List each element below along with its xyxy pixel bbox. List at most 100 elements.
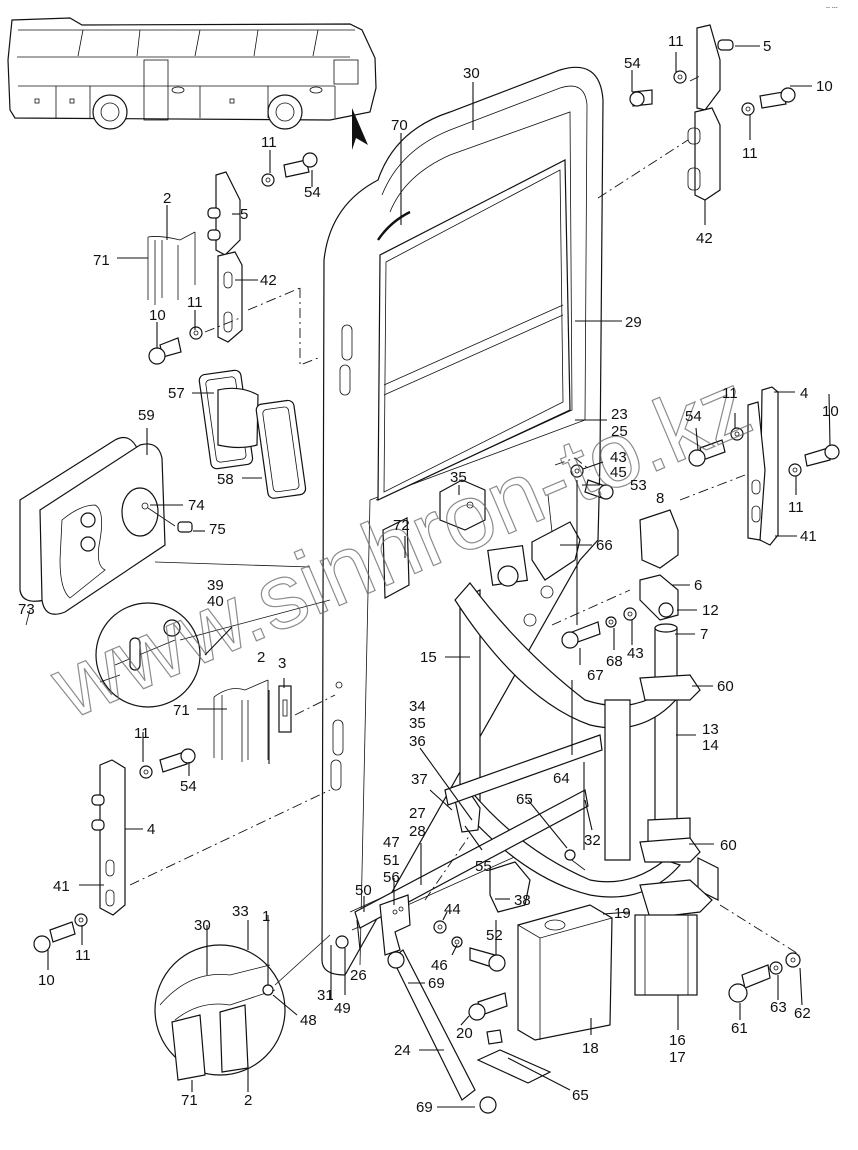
callout-33: 33 <box>232 903 249 920</box>
bolt-10-head <box>780 87 796 103</box>
callout-60: 60 <box>717 678 734 695</box>
callout-10: 10 <box>822 403 839 420</box>
callout-48: 48 <box>300 1012 317 1029</box>
callout-36: 36 <box>409 733 426 750</box>
outside-handle-group <box>19 437 311 626</box>
callout-13: 13 <box>702 721 719 738</box>
callout-4: 4 <box>147 821 155 838</box>
callout-54: 54 <box>685 408 702 425</box>
callout-49: 49 <box>334 1000 351 1017</box>
nut-12 <box>658 602 674 618</box>
bracket-47-51-56 <box>379 894 411 956</box>
bus-front-wheel <box>92 94 128 130</box>
callout-11: 11 <box>788 499 804 516</box>
callout-54: 54 <box>624 55 641 72</box>
callout-30: 30 <box>463 65 480 82</box>
callout-5: 5 <box>240 206 248 223</box>
callout-4: 4 <box>800 385 808 402</box>
strike-plate-3 <box>278 685 292 733</box>
bolt-52-head <box>488 954 506 972</box>
clamp-60-lower <box>639 837 701 863</box>
emergency-knob <box>497 565 519 587</box>
corner-mark: -- --- <box>826 5 838 11</box>
door-location-arrow-icon <box>352 108 368 150</box>
callout-28: 28 <box>409 823 426 840</box>
callout-1: 1 <box>262 908 270 925</box>
key-75 <box>177 521 193 533</box>
callout-69: 69 <box>416 1099 433 1116</box>
callout-53: 53 <box>630 477 647 494</box>
callout-64: 64 <box>553 770 570 787</box>
callout-43: 43 <box>627 645 644 662</box>
callout-65: 65 <box>516 791 533 808</box>
bolt-61-head <box>728 983 748 1003</box>
leader-lines <box>47 45 831 1108</box>
callout-42: 42 <box>696 230 713 247</box>
callout-25: 25 <box>611 423 628 440</box>
callout-29: 29 <box>625 314 642 331</box>
door-window <box>377 159 571 501</box>
drive-shaft-group <box>444 582 719 901</box>
callout-46: 46 <box>431 957 448 974</box>
lower-linkage-group <box>354 789 589 1114</box>
callout-8: 8 <box>656 490 664 507</box>
callout-41: 41 <box>800 528 817 545</box>
callout-63: 63 <box>770 999 787 1016</box>
valve-box-18 <box>517 904 613 1041</box>
callout-68: 68 <box>606 653 623 670</box>
callout-2: 2 <box>257 649 265 666</box>
callout-35: 35 <box>409 715 426 732</box>
upper-left-hinge-group <box>147 152 319 366</box>
lock-detail-circle <box>95 599 331 708</box>
bolt-67-head <box>561 631 579 649</box>
seal-detail-circle <box>154 934 331 1081</box>
callout-43: 43 <box>610 449 627 466</box>
callout-57: 57 <box>168 385 185 402</box>
callout-3: 3 <box>278 655 286 672</box>
rail-27-28 <box>354 789 589 929</box>
seal-profile-71 <box>171 1014 206 1081</box>
callout-67: 67 <box>587 667 604 684</box>
callout-11: 11 <box>722 385 738 402</box>
callout-65: 65 <box>572 1087 589 1104</box>
hinge-plate-42 <box>694 107 721 201</box>
callout-71: 71 <box>93 252 110 269</box>
callout-71: 71 <box>181 1092 198 1109</box>
callout-6: 6 <box>694 577 702 594</box>
callout-20: 20 <box>456 1025 473 1042</box>
bus-inset <box>7 17 377 150</box>
callout-18: 18 <box>582 1040 599 1057</box>
callout-39: 39 <box>207 577 224 594</box>
callout-11: 11 <box>75 947 91 964</box>
callout-54: 54 <box>304 184 321 201</box>
callout-10: 10 <box>38 972 55 989</box>
callout-70: 70 <box>391 117 408 134</box>
callout-61: 61 <box>731 1020 748 1037</box>
strike-and-seal-group <box>213 679 336 762</box>
callout-19: 19 <box>614 905 631 922</box>
callout-15: 15 <box>420 649 437 666</box>
callout-50: 50 <box>355 882 372 899</box>
seal-strip-70 <box>377 210 411 241</box>
bracket-group <box>382 457 631 627</box>
hinge-bracket-5 <box>696 24 721 111</box>
callout-69: 69 <box>428 975 445 992</box>
callout-35: 35 <box>450 469 467 486</box>
callout-10: 10 <box>816 78 833 95</box>
bolt-53-head <box>598 484 614 500</box>
callout-7: 7 <box>700 626 708 643</box>
callout-38: 38 <box>514 892 531 909</box>
callout-11: 11 <box>668 33 684 50</box>
callout-51: 51 <box>383 852 400 869</box>
handle-housing-59 <box>39 443 166 615</box>
callout-11: 11 <box>742 145 758 162</box>
bolt-54-head <box>629 91 645 107</box>
callout-26: 26 <box>350 967 367 984</box>
callout-45: 45 <box>610 464 627 481</box>
callout-55: 55 <box>475 858 492 875</box>
left-rail-group <box>33 748 331 953</box>
shaft-13-14 <box>654 627 678 829</box>
screw-48 <box>262 984 274 996</box>
callout-71: 71 <box>173 702 190 719</box>
